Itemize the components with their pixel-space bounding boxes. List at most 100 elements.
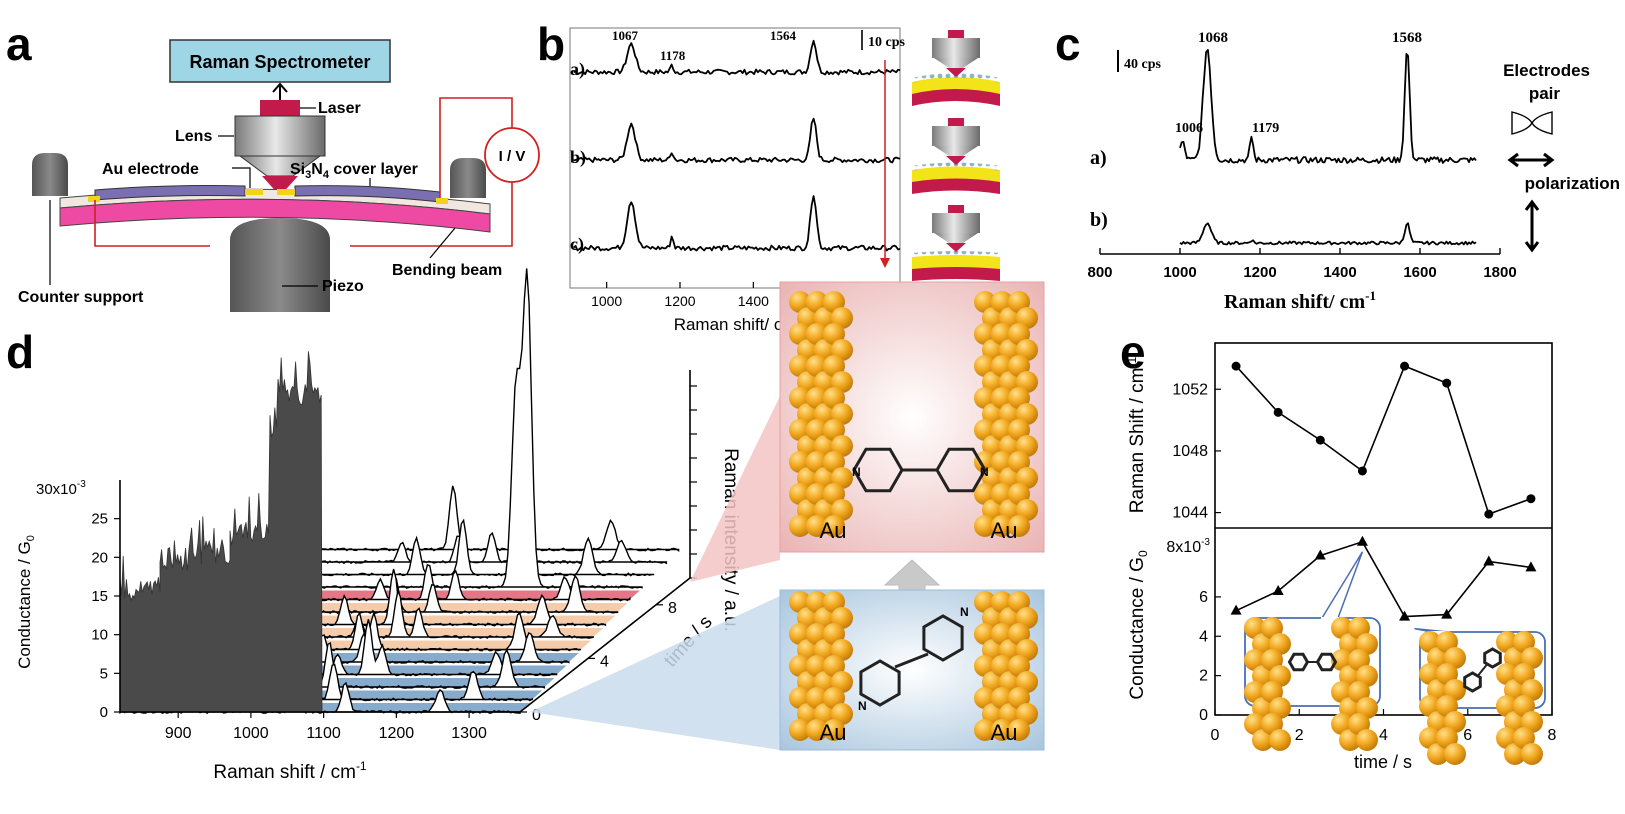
d-xtick-label: 900 — [165, 725, 192, 742]
laser-block — [948, 118, 964, 126]
au-electrode-label: Au electrode — [102, 161, 199, 178]
laser-focus — [946, 156, 966, 165]
b-peak-1067: 1067 — [612, 28, 639, 43]
e-bot-ytick-label: 4 — [1199, 628, 1208, 645]
ring-bond — [1477, 664, 1488, 676]
panel-label-a: a — [6, 18, 32, 70]
c-polarization-label: polarization — [1525, 174, 1620, 193]
au-label-top-right: Au — [991, 518, 1018, 543]
raman-shift-point — [1484, 509, 1494, 519]
right-counter-support — [450, 158, 486, 198]
lens-body — [234, 115, 326, 157]
cover-layer-label: Si3N4 cover layer — [290, 161, 418, 181]
callout-pointer — [1321, 551, 1364, 619]
nitrogen-label: N — [852, 465, 861, 479]
laser-focus — [262, 176, 298, 196]
c-pair-label: pair — [1529, 84, 1561, 103]
au-label-bottom-right: Au — [991, 720, 1018, 745]
laser-focus — [946, 68, 966, 77]
c-xtick-label: 1200 — [1243, 264, 1276, 281]
c-peak-1006: 1006 — [1175, 121, 1203, 136]
raman-shift-point — [1273, 407, 1283, 417]
lens-body — [932, 38, 980, 58]
d-xtick-label: 1300 — [451, 725, 487, 742]
c-peak-1068: 1068 — [1198, 30, 1228, 46]
gold-atom — [1339, 729, 1361, 751]
pyridine-ring — [1287, 652, 1310, 672]
bending-beam-label: Bending beam — [392, 262, 502, 279]
gold-atom — [1504, 743, 1526, 765]
b-xtick-label: 1200 — [664, 293, 695, 309]
nitrogen-label: N — [858, 699, 867, 713]
beam-base — [912, 175, 1000, 194]
c-peak-1568: 1568 — [1392, 30, 1422, 46]
raman-shift-point — [1400, 361, 1410, 371]
b-scale-label: 10 cps — [868, 35, 906, 50]
au-label-top-left: Au — [820, 518, 847, 543]
b-trace-a: a) — [570, 59, 585, 80]
c-trace-a: a) — [1090, 147, 1107, 169]
lens-body — [932, 213, 980, 233]
b-trace-c: c) — [570, 234, 584, 255]
electrode-layer — [912, 77, 1000, 94]
electrode-layer — [912, 166, 1000, 182]
gold-atom — [991, 719, 1013, 741]
molecule-layer — [912, 162, 1000, 171]
molecule-junction-bottom: NN Au Au — [779, 589, 1045, 751]
gold-atom — [823, 515, 845, 537]
lens-tip — [934, 233, 978, 243]
gold-atom — [1444, 743, 1466, 765]
d-ytick-label: 5 — [100, 665, 108, 682]
time-slice-band — [242, 578, 652, 587]
conductance-point — [1399, 610, 1411, 621]
laser-block — [948, 205, 964, 213]
d-ytick-label: 25 — [91, 511, 108, 528]
c-xtick-label: 1600 — [1403, 264, 1436, 281]
lens-tip — [934, 146, 978, 156]
horizontal-polarization-icon — [1507, 152, 1555, 168]
e-bot-ytick-label: 0 — [1199, 707, 1208, 724]
c-spectrum-a — [1179, 49, 1477, 164]
gold-atom — [789, 515, 811, 537]
gold-atom — [1521, 743, 1543, 765]
d-ytick-label: 0 — [100, 704, 108, 721]
c-trace-b: b) — [1090, 209, 1108, 231]
electrode-layer — [912, 255, 1000, 269]
b-trace-b: b) — [570, 147, 586, 168]
waterfall-spectrum — [277, 485, 689, 553]
c-xtick-label: 1400 — [1323, 264, 1356, 281]
up-arrow-icon — [272, 82, 288, 100]
e-junction-inset — [1244, 551, 1381, 751]
b-xtick-label: 1400 — [738, 293, 769, 309]
e-top-ytick-label: 1048 — [1172, 443, 1208, 460]
conductance-point — [1483, 555, 1495, 566]
pyridine-ring — [859, 659, 901, 707]
piezo — [230, 218, 330, 312]
conductance-point — [1272, 584, 1284, 595]
callout-joint — [1431, 631, 1449, 635]
d-xlabel: Raman shift / cm-1 — [213, 759, 367, 783]
panel-label-d: d — [6, 326, 34, 378]
conductance-point — [1525, 561, 1537, 572]
pyridine-ring — [852, 447, 904, 493]
gold-atom — [974, 719, 996, 741]
panel-label-c: c — [1055, 18, 1081, 70]
ring-bond — [894, 652, 929, 669]
lens-label: Lens — [175, 128, 212, 145]
c-scale-label: 40 cps — [1124, 57, 1162, 72]
b-spectrum-a — [573, 39, 901, 76]
e-xtick-label: 2 — [1295, 727, 1304, 744]
conductance-point — [1314, 549, 1326, 560]
b-junction-schematic — [912, 205, 1000, 281]
laser-focus — [946, 243, 966, 252]
e-xtick-label: 0 — [1211, 727, 1220, 744]
raman-shift-point — [1357, 466, 1367, 476]
d-xtick-label: 1200 — [379, 725, 415, 742]
raman-shift-point — [1442, 378, 1452, 388]
panel-c-raman-spectra: 40 cps 1068 1006 1179 1568 a) b) Electro… — [1087, 30, 1620, 313]
left-counter-support — [32, 153, 68, 196]
e-xlabel: time / s — [1354, 752, 1412, 772]
